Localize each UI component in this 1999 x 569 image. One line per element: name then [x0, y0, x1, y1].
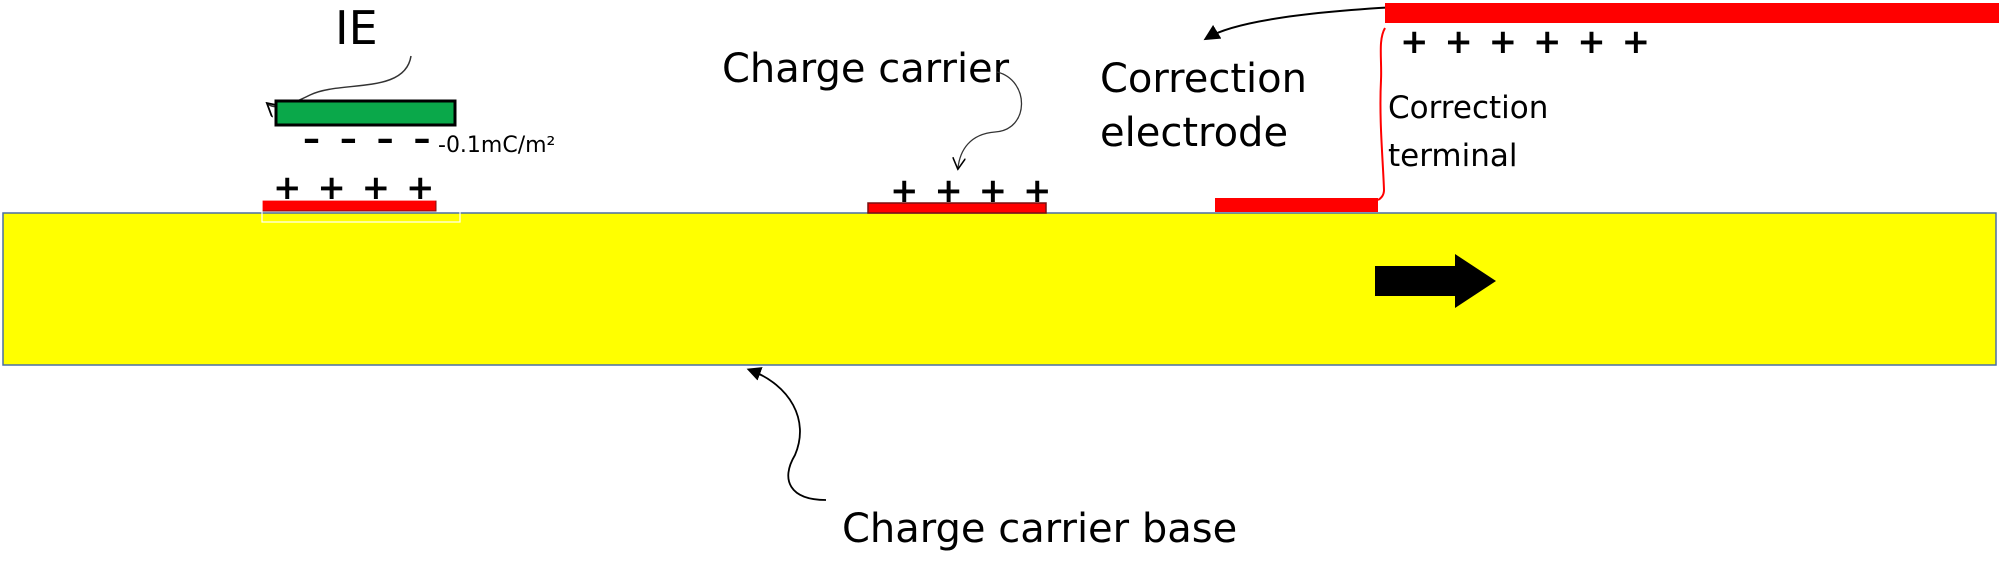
ie-electrode: [274, 99, 457, 127]
correction-electrode-top: [1385, 3, 1999, 23]
correction-electrode-bottom: [1215, 198, 1378, 212]
ie-pointer-arrow: [268, 55, 412, 107]
charge-carrier-pointer-arrow: [958, 71, 1023, 168]
correction-positive-charges: + + + + + +: [1400, 22, 1652, 62]
charge-carrier-label: Charge carrier: [722, 46, 1010, 92]
correction-terminal-label-line2: terminal: [1388, 138, 1518, 174]
charge-carrier-strip: [867, 202, 1047, 214]
base-pointer-arrow: [746, 367, 827, 501]
ie-label: IE: [335, 1, 378, 55]
charge-density-label: -0.1mC/m²: [438, 133, 555, 158]
correction-electrode-label-line1: Correction: [1100, 56, 1307, 102]
movement-direction-arrow-icon: [1375, 254, 1496, 308]
measurement-outline: [261, 199, 461, 223]
ie-negative-charges: – – – –: [303, 119, 435, 159]
correction-electrode-label-line2: electrode: [1100, 110, 1288, 156]
charge-carrier-base: [2, 212, 1997, 366]
measured-carrier-strip: [261, 199, 437, 212]
correction-terminal-wire: [1377, 27, 1386, 201]
charge-carrier-base-label: Charge carrier base: [842, 506, 1237, 552]
correction-terminal-label-line1: Correction: [1388, 90, 1548, 126]
